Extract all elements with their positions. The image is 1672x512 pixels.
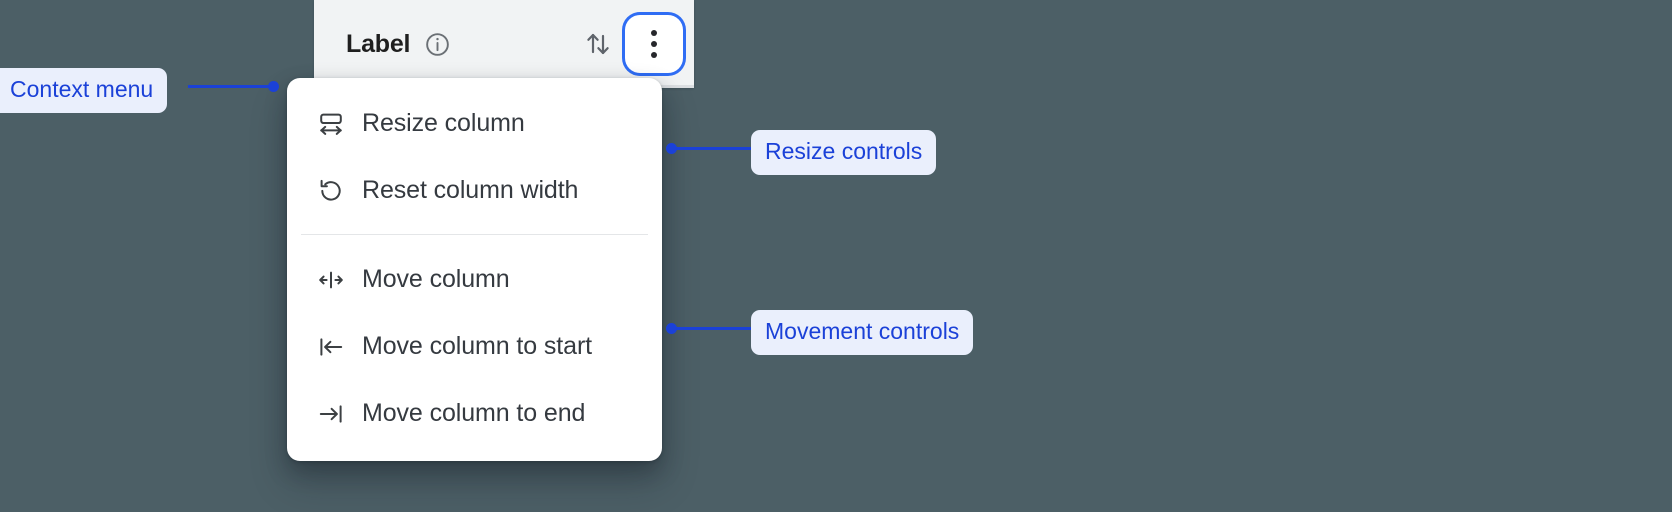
annotation-anchor-dot-resize [666, 143, 677, 154]
annotation-label-movement-controls: Movement controls [751, 310, 974, 355]
resize-column-icon [317, 110, 345, 138]
menu-item-resize-column[interactable]: Resize column [287, 90, 662, 157]
annotation-anchor-dot-movement [666, 323, 677, 334]
menu-item-move-column-to-end[interactable]: Move column to end [287, 380, 662, 447]
menu-item-label: Move column [362, 265, 510, 293]
menu-item-label: Reset column width [362, 176, 579, 204]
kebab-dots [651, 30, 657, 58]
annotation-label-resize-controls: Resize controls [751, 130, 937, 175]
kebab-dot-3 [651, 52, 657, 58]
column-context-menu: Resize column Reset column width [287, 78, 662, 461]
annotation-leader-line-resize [670, 147, 754, 150]
move-to-end-icon [317, 400, 345, 428]
menu-item-label: Move column to end [362, 399, 586, 427]
page-title: Label [346, 29, 411, 58]
menu-group-divider [301, 234, 648, 235]
move-column-icon [317, 266, 345, 294]
reset-width-icon [317, 177, 345, 205]
menu-item-move-column[interactable]: Move column [287, 246, 662, 313]
menu-item-label: Move column to start [362, 332, 593, 360]
menu-item-reset-column-width[interactable]: Reset column width [287, 157, 662, 224]
sort-arrows-icon[interactable] [580, 26, 616, 62]
kebab-dot-1 [651, 30, 657, 36]
kebab-menu-icon[interactable] [628, 18, 680, 70]
annotation-leader-line-movement [670, 327, 754, 330]
annotation-anchor-dot-context [268, 81, 279, 92]
annotation-label-context-menu: Context menu [0, 68, 168, 113]
info-circle-icon[interactable] [424, 31, 451, 58]
kebab-dot-2 [651, 41, 657, 47]
menu-item-move-column-to-start[interactable]: Move column to start [287, 313, 662, 380]
annotation-leader-line-context [188, 85, 274, 88]
column-header-bar: Label [314, 0, 694, 88]
menu-item-label: Resize column [362, 109, 525, 137]
move-to-start-icon [317, 333, 345, 361]
